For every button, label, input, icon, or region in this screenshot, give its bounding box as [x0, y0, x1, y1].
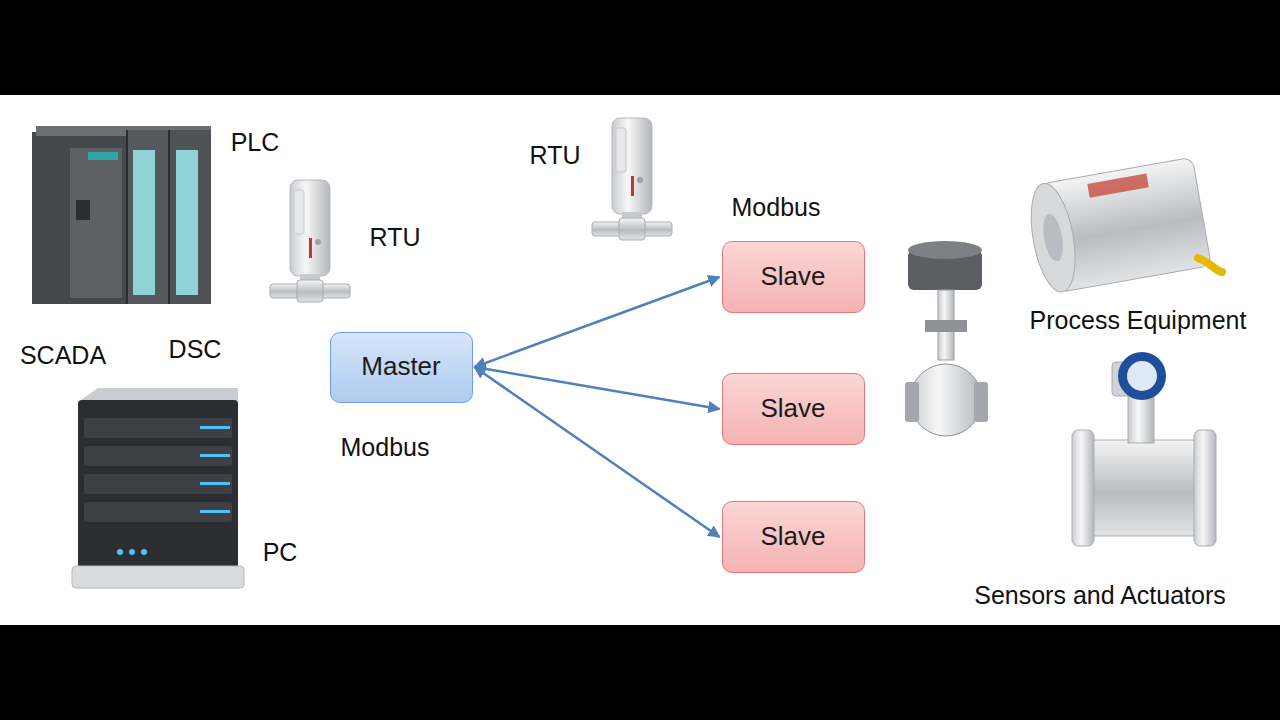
flow-meter-illustration	[1072, 352, 1216, 546]
meter-pipe	[1088, 440, 1200, 536]
valve-illustration	[905, 241, 988, 436]
slave-box: Slave	[722, 501, 865, 573]
valve-actuator-top	[908, 241, 982, 259]
server-illustration	[72, 388, 244, 588]
meter-head	[1118, 352, 1166, 400]
protocol-label: Modbus	[732, 192, 821, 222]
server-bay	[84, 474, 232, 494]
connector-arrow	[475, 277, 720, 367]
plc-io-strip	[133, 150, 155, 295]
protocol-label: Modbus	[341, 432, 430, 462]
equipment-face	[1024, 180, 1082, 295]
server-led	[117, 549, 123, 555]
valve-yoke	[925, 320, 967, 332]
slave-box: Slave	[722, 241, 865, 313]
equipment-cable	[1198, 258, 1222, 272]
device-label: RTU	[370, 222, 421, 252]
server-led	[200, 510, 230, 513]
server-bay	[84, 502, 232, 522]
equipment-label: Sensors and Actuators	[974, 580, 1226, 610]
rtu-icon	[270, 180, 350, 302]
equipment-lens	[1040, 212, 1066, 262]
plc-badge	[88, 152, 118, 160]
valve-body	[910, 364, 982, 436]
plc-module	[32, 132, 127, 304]
plc-illustration	[32, 126, 211, 304]
device-label: PLC	[231, 127, 280, 157]
equipment-label: Process Equipment	[1030, 305, 1247, 335]
rtu-icon	[592, 118, 672, 240]
equipment-plate	[1087, 174, 1149, 198]
server-body	[78, 400, 238, 568]
device-label: SCADA	[20, 340, 106, 370]
node-text: Slave	[760, 521, 825, 552]
top-band	[0, 0, 1280, 95]
server-bay	[84, 446, 232, 466]
meter-display	[1127, 361, 1157, 391]
plc-seam	[168, 130, 170, 304]
valve-flange	[905, 382, 919, 422]
device-label: RTU	[530, 140, 581, 170]
server-led	[141, 549, 147, 555]
meter-flange	[1194, 430, 1216, 546]
device-label: PC	[263, 537, 298, 567]
connector-arrow	[475, 367, 720, 537]
node-text: Slave	[760, 393, 825, 424]
valve-flange	[974, 382, 988, 422]
meter-neck	[1128, 395, 1154, 443]
slave-box: Slave	[722, 373, 865, 445]
plc-module	[169, 130, 211, 304]
bottom-band	[0, 625, 1280, 720]
process-equipment-illustration	[1024, 157, 1212, 295]
plc-slot	[76, 200, 90, 220]
server-bay	[84, 418, 232, 438]
master-box: Master	[330, 332, 473, 403]
server-led	[200, 426, 230, 429]
node-text: Master	[361, 351, 440, 382]
plc-front	[70, 148, 122, 298]
server-base	[72, 566, 244, 588]
server-top	[78, 388, 238, 402]
plc-io-strip	[176, 150, 198, 295]
plc-seam	[126, 130, 128, 304]
plc-module	[127, 130, 169, 304]
server-led	[200, 482, 230, 485]
device-label: DSC	[169, 334, 222, 364]
server-led	[200, 454, 230, 457]
meter-flange	[1072, 430, 1094, 546]
server-led	[129, 549, 135, 555]
connector-arrow	[475, 367, 720, 409]
node-text: Slave	[760, 261, 825, 292]
